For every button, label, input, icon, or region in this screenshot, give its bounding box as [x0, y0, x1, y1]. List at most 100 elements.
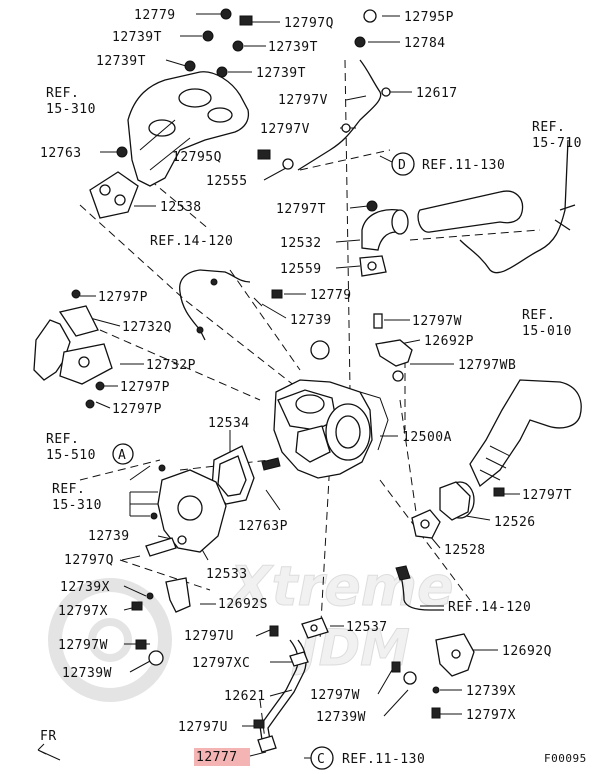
diagram-code: F00095 [544, 752, 587, 765]
part-label: 12739 [88, 529, 130, 544]
elbow-12532 [359, 209, 409, 277]
ref-label: REF. [46, 432, 79, 447]
highlight-box [194, 748, 250, 766]
part-label: 12739T [256, 66, 306, 81]
front-label: FR [40, 729, 57, 744]
exhaust-manifold [127, 71, 250, 187]
arrow-icon [37, 743, 61, 761]
part-label: 12500A [402, 430, 452, 445]
callout-d: D REF.11-130 [391, 152, 505, 176]
banjo-bolt-icon [363, 9, 377, 23]
ref-label: REF. [522, 308, 555, 323]
part-labels: 12779 12797Q 12795P 12739T 12739T 12784 … [40, 8, 582, 765]
part-label: 12797Q [284, 16, 334, 31]
part-label: 12797U [178, 720, 228, 735]
part-label: 12732P [146, 358, 196, 373]
callout-a: A [112, 443, 134, 465]
part-label: 12797P [98, 290, 148, 305]
gasket-12534 [211, 445, 281, 505]
return-pipe [179, 269, 251, 341]
part-label: 12617 [416, 86, 458, 101]
ref-label: 15-710 [532, 136, 582, 151]
callout-c-letter: C [317, 752, 325, 767]
part-label: 12784 [404, 36, 446, 51]
part-label: 12797U [184, 629, 234, 644]
part-label: 12739T [96, 54, 146, 69]
flange-housing [150, 464, 227, 553]
bracket-assembly [33, 289, 113, 409]
part-label: 12795Q [172, 150, 222, 165]
ref-label: REF. [52, 482, 85, 497]
watermark: Xtreme JDM [48, 555, 454, 702]
part-label: 12797WB [458, 358, 516, 373]
bracket-12692p [375, 339, 413, 367]
part-label: 12797P [112, 402, 162, 417]
part-label: 12692Q [502, 644, 552, 659]
nut-icon [220, 8, 232, 20]
part-label: 12526 [494, 515, 536, 530]
part-label: 12763 [40, 146, 82, 161]
part-label: 12797T [522, 488, 572, 503]
part-label: 12533 [206, 567, 248, 582]
part-label: 12555 [206, 174, 248, 189]
fasteners-left [131, 535, 191, 666]
lower-pipe [395, 565, 444, 611]
part-label: 12797X [58, 604, 108, 619]
compressor-outlet-pipe [439, 379, 582, 521]
part-label: 12797V [260, 122, 310, 137]
part-label: 12797W [412, 314, 462, 329]
oil-return-pipe-12621 [253, 625, 309, 753]
part-label: 12797Q [64, 553, 114, 568]
part-label: 12692S [218, 597, 268, 612]
watermark-wheel-icon [48, 578, 172, 702]
ref-label: 15-310 [52, 498, 102, 513]
part-label: 12795P [404, 10, 454, 25]
bolt-icon [239, 15, 253, 26]
part-label: 12779 [310, 288, 352, 303]
highlighted-part-label: 12777 [196, 750, 238, 765]
bracket-12537 [301, 617, 329, 639]
part-label: 12779 [134, 8, 176, 23]
fasteners-mid [253, 289, 404, 382]
gasket-12538 [89, 171, 139, 219]
watermark-main: Xtreme [227, 555, 454, 618]
part-label: 12797P [120, 380, 170, 395]
front-direction-arrow: FR [37, 729, 61, 761]
turbocharger-12500a [273, 379, 389, 479]
part-label: 12739W [316, 710, 366, 725]
part-label: 12739T [112, 30, 162, 45]
part-label: 12739T [268, 40, 318, 55]
intake-hose [417, 139, 576, 274]
part-label: 12732Q [122, 320, 172, 335]
part-label: 12528 [444, 543, 486, 558]
part-label: 12797XC [192, 656, 250, 671]
part-label: 12538 [160, 200, 202, 215]
ref-label: 15-510 [46, 448, 96, 463]
callout-c-ref: REF.11-130 [342, 752, 425, 767]
part-label: 12797W [310, 688, 360, 703]
ref-label: REF.14-120 [448, 600, 531, 615]
part-label: 12797T [276, 202, 326, 217]
part-label: 12739X [60, 580, 110, 595]
part-label: 12739W [62, 666, 112, 681]
part-label: 12692P [424, 334, 474, 349]
part-label: 12739 [290, 313, 332, 328]
bracket-12692q [391, 633, 475, 719]
part-label: 12763P [238, 519, 288, 534]
part-label: 12537 [346, 620, 388, 635]
ref-label: REF.14-120 [150, 234, 233, 249]
ref-label: 15-310 [46, 102, 96, 117]
part-label: 12797V [278, 93, 328, 108]
oil-feed-pipe-12617 [297, 59, 391, 171]
part-label: 12532 [280, 236, 322, 251]
part-label: 12797W [58, 638, 108, 653]
callout-c: C REF.11-130 [310, 746, 425, 770]
part-label: 12559 [280, 262, 322, 277]
ref-label: REF. [532, 120, 565, 135]
ref-label: REF. [46, 86, 79, 101]
gasket-12528 [411, 509, 441, 539]
callout-d-ref: REF.11-130 [422, 158, 505, 173]
ref-label: 15-010 [522, 324, 572, 339]
